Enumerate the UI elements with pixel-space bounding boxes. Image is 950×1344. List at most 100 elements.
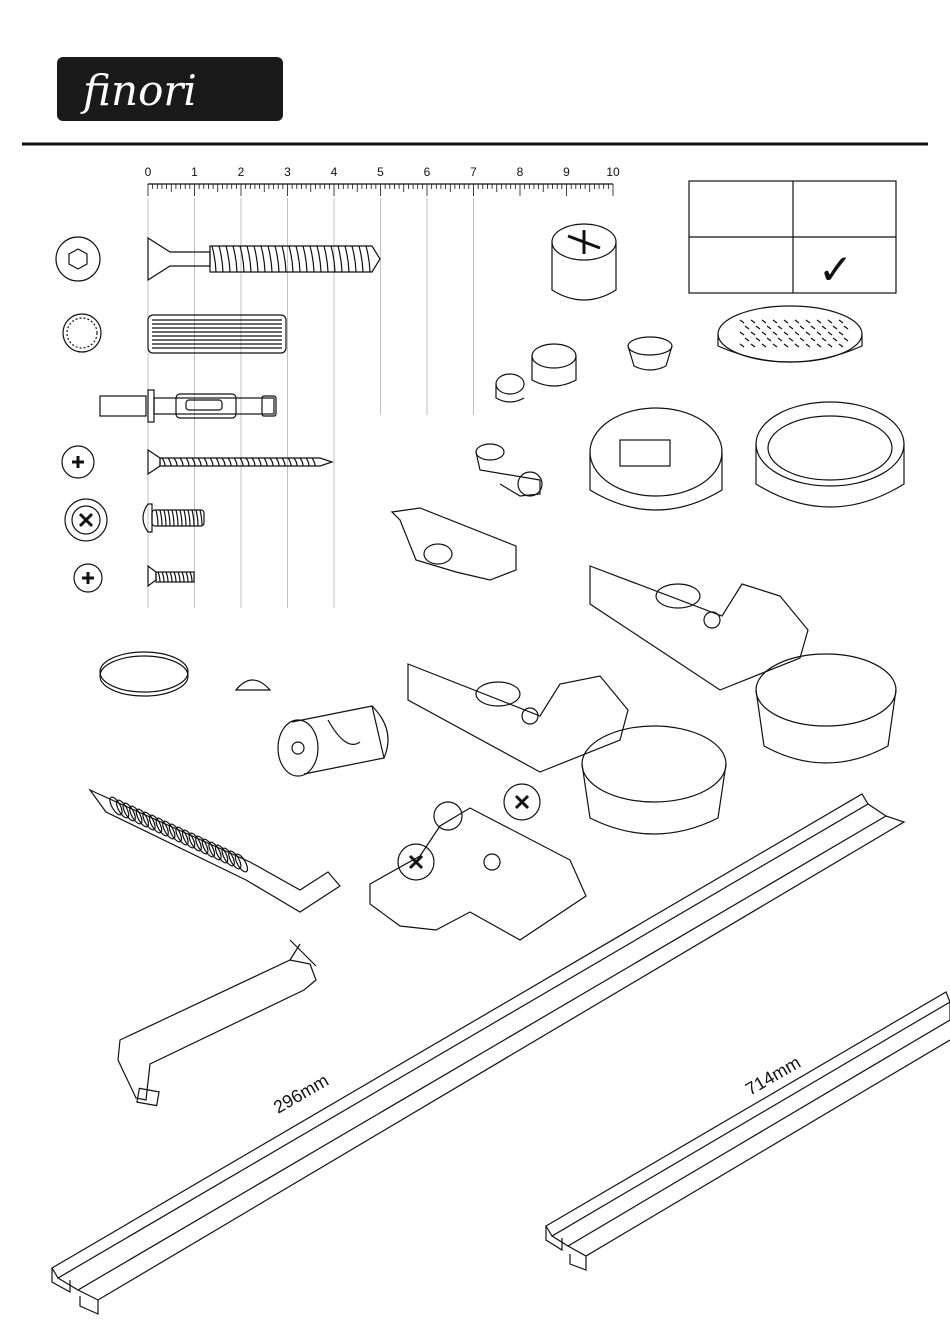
thread-line: [294, 458, 297, 466]
phillips-head-large-icon: [65, 499, 107, 541]
felt-texture-mark: [828, 320, 832, 323]
felt-texture-mark: [795, 332, 799, 335]
thread-line: [192, 510, 194, 526]
felt-texture-mark: [784, 344, 788, 347]
felt-texture-mark: [762, 332, 766, 335]
thread-line: [261, 246, 265, 272]
ruler-tick-label: 1: [191, 165, 198, 179]
thread-coil: [174, 825, 191, 846]
thread-line: [268, 246, 272, 272]
thread-line: [270, 458, 273, 466]
felt-texture-mark: [795, 344, 799, 347]
ruler-tick-label: 2: [238, 165, 245, 179]
thread-line: [184, 510, 186, 526]
thread-line: [226, 246, 230, 272]
felt-texture-mark: [740, 344, 744, 347]
thread-line: [306, 458, 309, 466]
wood-screw-short: [148, 566, 194, 586]
thread-line: [282, 246, 286, 272]
ruler-tick-label: 4: [331, 165, 338, 179]
wood-dowel: [148, 315, 286, 353]
fasteners: [90, 238, 388, 1106]
felt-texture-mark: [756, 338, 760, 341]
thread-line: [246, 458, 249, 466]
felt-texture-mark: [778, 326, 782, 329]
thread-line: [170, 572, 172, 582]
thread-line: [174, 572, 176, 582]
thread-line: [240, 246, 244, 272]
felt-texture-mark: [806, 344, 810, 347]
thread-coil: [180, 828, 197, 849]
thread-coil: [220, 846, 237, 867]
thread-coil: [213, 843, 230, 864]
thread-line: [247, 246, 251, 272]
thread-coil: [114, 798, 131, 819]
felt-texture-mark: [800, 326, 804, 329]
thread-line: [158, 572, 160, 582]
hanging-hook-screw: [90, 790, 340, 912]
thread-coil: [160, 819, 177, 840]
screw-head-icons: [56, 237, 107, 592]
thread-coil: [200, 837, 217, 858]
thread-coil: [134, 807, 151, 828]
felt-texture-mark: [773, 332, 777, 335]
shelf-pin-small: [476, 444, 542, 496]
thread-coil: [207, 840, 224, 861]
thread-line: [359, 246, 363, 272]
euro-screw: [143, 504, 204, 532]
thread-line: [345, 246, 349, 272]
cam-lock: [552, 224, 616, 300]
rail-short: [52, 794, 904, 1314]
felt-texture-mark: [789, 326, 793, 329]
dowel-end-icon: [63, 314, 101, 352]
thread-line: [164, 510, 166, 526]
thread-line: [210, 458, 213, 466]
phillips-head-tiny-icon: [74, 564, 102, 592]
felt-texture-mark: [789, 338, 793, 341]
drawer-rails: [52, 794, 950, 1314]
thread-line: [196, 510, 198, 526]
felt-texture-mark: [833, 338, 837, 341]
thread-line: [288, 458, 291, 466]
felt-texture-mark: [773, 344, 777, 347]
thread-coil: [167, 822, 184, 843]
felt-texture-mark: [833, 326, 837, 329]
thread-line: [188, 510, 190, 526]
thread-line: [300, 458, 303, 466]
thread-line: [180, 510, 182, 526]
thread-line: [228, 458, 231, 466]
thread-line: [312, 458, 315, 466]
concealed-hinge-left: [408, 664, 726, 834]
thread-coil: [147, 813, 164, 834]
ruler-tick-label: 10: [606, 165, 620, 179]
hinge-cup-cover: [590, 408, 722, 510]
felt-texture-mark: [828, 332, 832, 335]
check-mark-icon: ✓: [818, 245, 853, 294]
thread-line: [186, 572, 188, 582]
felt-texture-mark: [778, 338, 782, 341]
thread-coil: [141, 810, 158, 831]
thread-coil: [154, 816, 171, 837]
felt-texture-mark: [817, 332, 821, 335]
felt-texture-mark: [762, 320, 766, 323]
felt-texture-mark: [828, 344, 832, 347]
thread-line: [366, 246, 370, 272]
thread-line: [168, 458, 171, 466]
thread-line: [254, 246, 258, 272]
thread-coil: [193, 834, 210, 855]
felt-texture-mark: [762, 344, 766, 347]
thread-line: [190, 572, 192, 582]
felt-texture-mark: [784, 332, 788, 335]
connector-bolt: [100, 390, 276, 422]
felt-texture-mark: [767, 326, 771, 329]
thread-line: [212, 246, 216, 272]
thread-line: [317, 246, 321, 272]
felt-texture-mark: [751, 320, 755, 323]
grommet: [628, 337, 672, 370]
ruler-tick-label: 0: [145, 165, 152, 179]
thread-line: [172, 510, 174, 526]
ruler-tick-label: 7: [470, 165, 477, 179]
thread-coil: [187, 831, 204, 852]
